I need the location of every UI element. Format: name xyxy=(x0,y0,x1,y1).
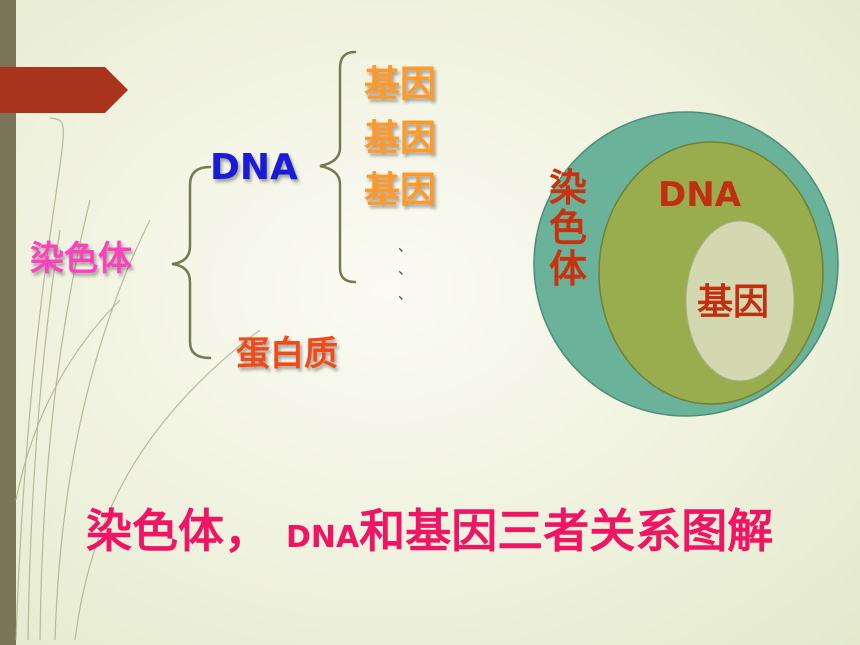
dna-label: DNA xyxy=(210,147,298,188)
venn-dna-label: DNA xyxy=(658,175,741,215)
left-brace xyxy=(171,165,212,360)
arrow-banner xyxy=(0,67,128,113)
caption-part-2: DNA xyxy=(286,520,360,555)
ellipsis-mark-1: 、 xyxy=(398,239,412,255)
left-side-bar xyxy=(0,0,16,645)
right-brace xyxy=(319,50,357,284)
venn-inner-circle xyxy=(685,220,795,382)
chromosome-label: 染色体 xyxy=(30,239,132,279)
gene-label-3: 基因 xyxy=(364,170,437,211)
caption-part-3: 和基因三者关系图解 xyxy=(359,504,774,558)
ellipsis-mark-3: 、 xyxy=(398,287,412,303)
gene-label-1: 基因 xyxy=(364,64,437,105)
venn-chromosome-label: 染色体 xyxy=(548,166,587,291)
caption-title: 染色体， DNA和基因三者关系图解 xyxy=(86,508,773,554)
caption-part-1: 染色体， xyxy=(86,504,270,558)
ellipsis-mark-2: 、 xyxy=(398,262,412,278)
gene-label-2: 基因 xyxy=(364,118,437,159)
protein-label: 蛋白质 xyxy=(236,334,338,374)
venn-gene-label: 基因 xyxy=(697,282,770,323)
